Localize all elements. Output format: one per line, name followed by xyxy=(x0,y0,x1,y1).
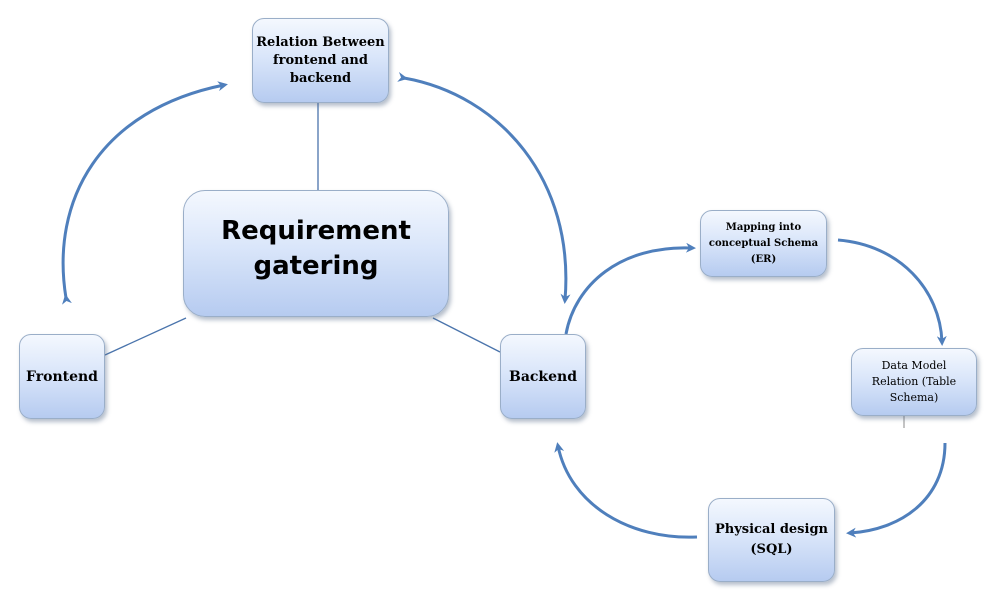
node-physical-design: Physical design (SQL) xyxy=(708,498,835,582)
node-frontend: Frontend xyxy=(19,334,105,419)
connector-requirement-backend xyxy=(432,317,501,353)
node-backend-label: Backend xyxy=(508,368,577,385)
node-data-model-relation: Data Model Relation (Table Schema) xyxy=(851,348,977,416)
node-relation-frontend-backend: Relation Between frontend and backend xyxy=(252,18,389,103)
node-datamodel-label: Data Model Relation (Table Schema) xyxy=(871,359,957,404)
arrow-mapping-datamodel xyxy=(837,238,947,346)
node-requirement-gathering: Requirement gatering xyxy=(183,190,449,317)
arrow-frontend-relation xyxy=(61,81,228,305)
node-backend: Backend xyxy=(500,334,586,419)
node-requirement-label: Requirement gatering xyxy=(221,215,411,281)
arrow-backend-mapping xyxy=(564,242,696,335)
arrow-physical-backend xyxy=(554,442,698,539)
node-physical-label: Physical design (SQL) xyxy=(714,522,828,557)
arrow-datamodel-physical xyxy=(846,442,947,538)
connector-requirement-frontend xyxy=(104,317,187,356)
node-relation-label: Relation Between frontend and backend xyxy=(256,34,385,86)
node-frontend-label: Frontend xyxy=(26,368,98,385)
node-mapping-label: Mapping into conceptual Schema (ER) xyxy=(708,221,819,265)
node-mapping-conceptual-schema: Mapping into conceptual Schema (ER) xyxy=(700,210,827,277)
arrow-relation-backend xyxy=(397,72,571,304)
